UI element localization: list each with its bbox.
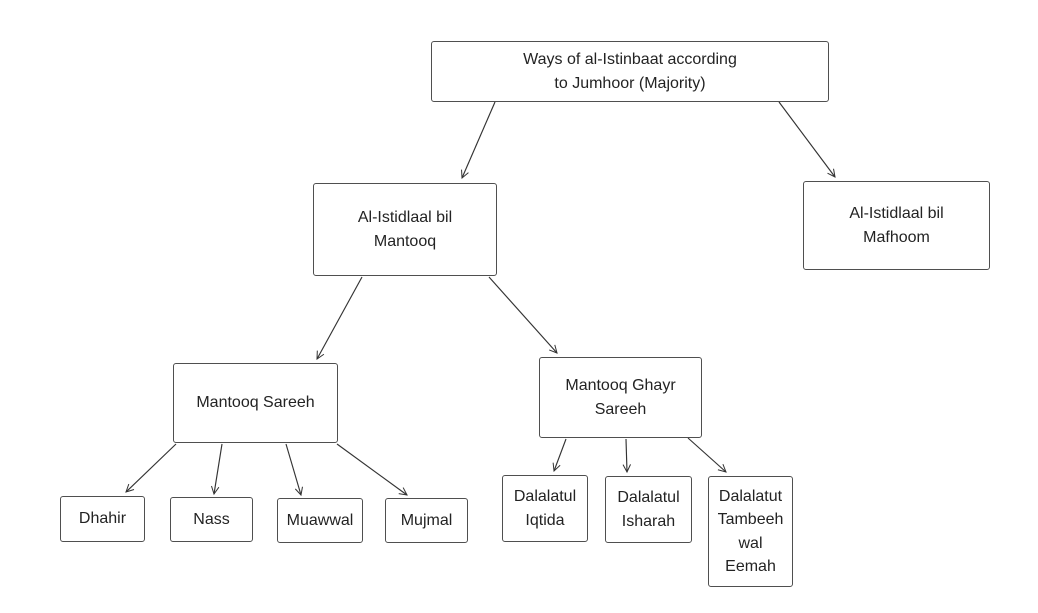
edge-sareeh-to-muawwal bbox=[285, 443, 303, 497]
node-mujmal: Mujmal bbox=[385, 498, 468, 543]
edge-sareeh-to-mujmal bbox=[336, 443, 408, 496]
node-root: Ways of al-Istinbaat according to Jumhoo… bbox=[431, 41, 829, 102]
edge-sareeh-to-nass bbox=[211, 443, 223, 496]
edge-ghayr-to-iqtida bbox=[552, 438, 567, 473]
edge-root-to-mantooq bbox=[461, 101, 496, 180]
node-dalalatut-tambeeh-wal-eemah: Dalalatut Tambeeh wal Eemah bbox=[708, 476, 793, 587]
node-mantooq-sareeh: Mantooq Sareeh bbox=[173, 363, 338, 443]
node-nass: Nass bbox=[170, 497, 253, 542]
node-istidlaal-mafhoom: Al-Istidlaal bil Mafhoom bbox=[803, 181, 990, 270]
edge-mantooq-to-sareeh bbox=[316, 276, 363, 360]
node-mantooq-ghayr-sareeh: Mantooq Ghayr Sareeh bbox=[539, 357, 702, 438]
node-dhahir: Dhahir bbox=[60, 496, 145, 542]
edge-ghayr-to-isharah bbox=[622, 438, 631, 474]
node-muawwal: Muawwal bbox=[277, 498, 363, 543]
edge-mantooq-to-ghayr bbox=[488, 276, 558, 354]
edge-root-to-mafhoom bbox=[778, 101, 836, 178]
node-dalalatul-isharah: Dalalatul Isharah bbox=[605, 476, 692, 543]
edge-ghayr-to-tambeeh bbox=[687, 437, 727, 473]
edge-sareeh-to-dhahir bbox=[125, 443, 177, 493]
node-dalalatul-iqtida: Dalalatul Iqtida bbox=[502, 475, 588, 542]
node-istidlaal-mantooq: Al-Istidlaal bil Mantooq bbox=[313, 183, 497, 276]
